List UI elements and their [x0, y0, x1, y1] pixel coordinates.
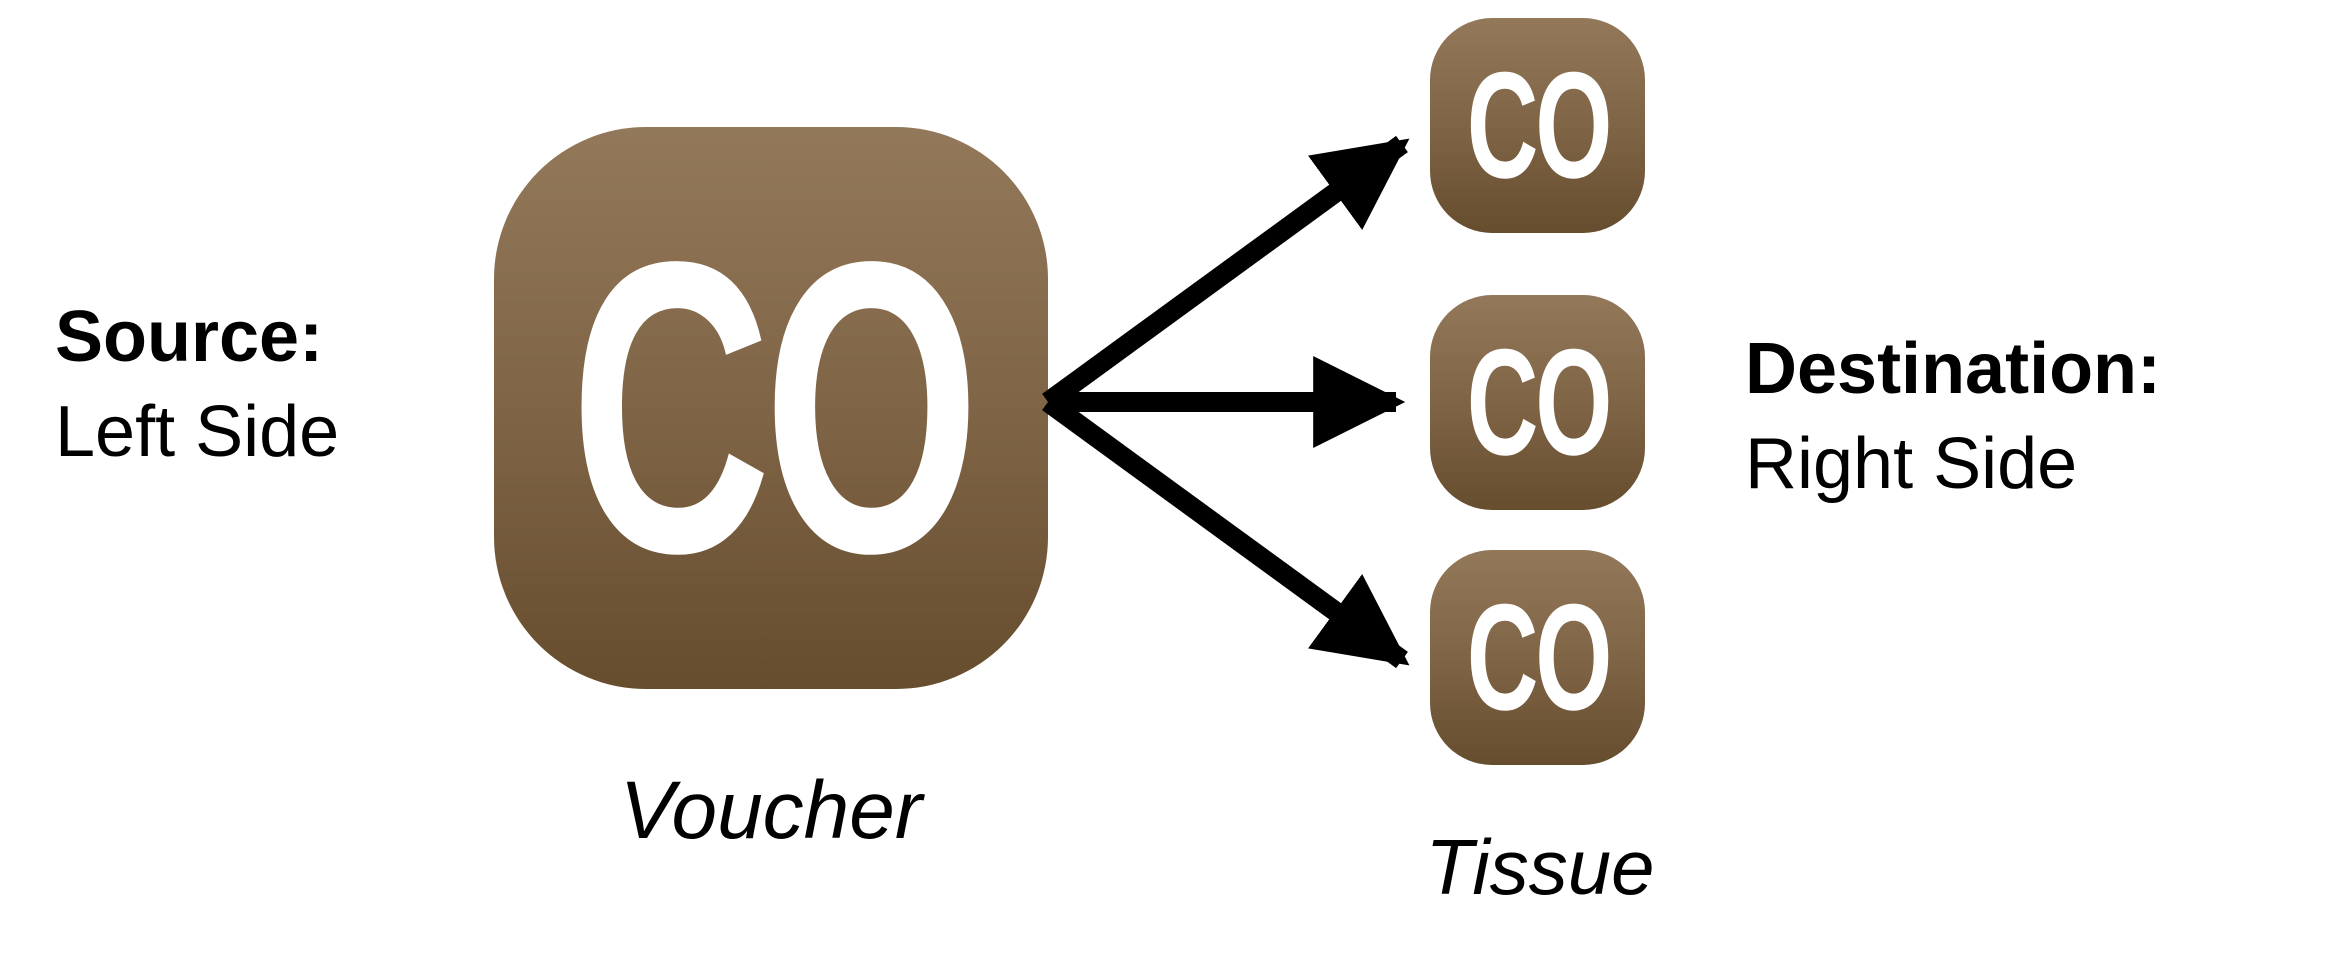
arrow-voucher-to-tissue-1	[1042, 135, 1410, 411]
voucher-icon: CO	[494, 127, 1048, 689]
tissue-caption: Tissue	[1425, 823, 1655, 911]
arrow-voucher-to-tissue-3	[1042, 393, 1410, 669]
tissue-icon-1: CO	[1430, 18, 1645, 233]
tissue-icon-1-text: CO	[1466, 41, 1612, 210]
tissue-icon-3-text: CO	[1466, 573, 1612, 742]
source-label: Source: Left Side	[55, 290, 339, 480]
source-label-title: Source:	[55, 297, 324, 377]
voucher-icon-text: CO	[570, 176, 980, 640]
destination-label-subtitle: Right Side	[1745, 424, 2078, 504]
source-label-subtitle: Left Side	[55, 392, 340, 472]
voucher-caption: Voucher	[619, 765, 923, 856]
tissue-icon-3: CO	[1430, 550, 1645, 765]
tissue-icon-2-text: CO	[1466, 318, 1612, 487]
tissue-icon-2: CO	[1430, 295, 1645, 510]
destination-label: Destination: Right Side	[1745, 322, 2161, 512]
destination-label-title: Destination:	[1745, 329, 2162, 409]
